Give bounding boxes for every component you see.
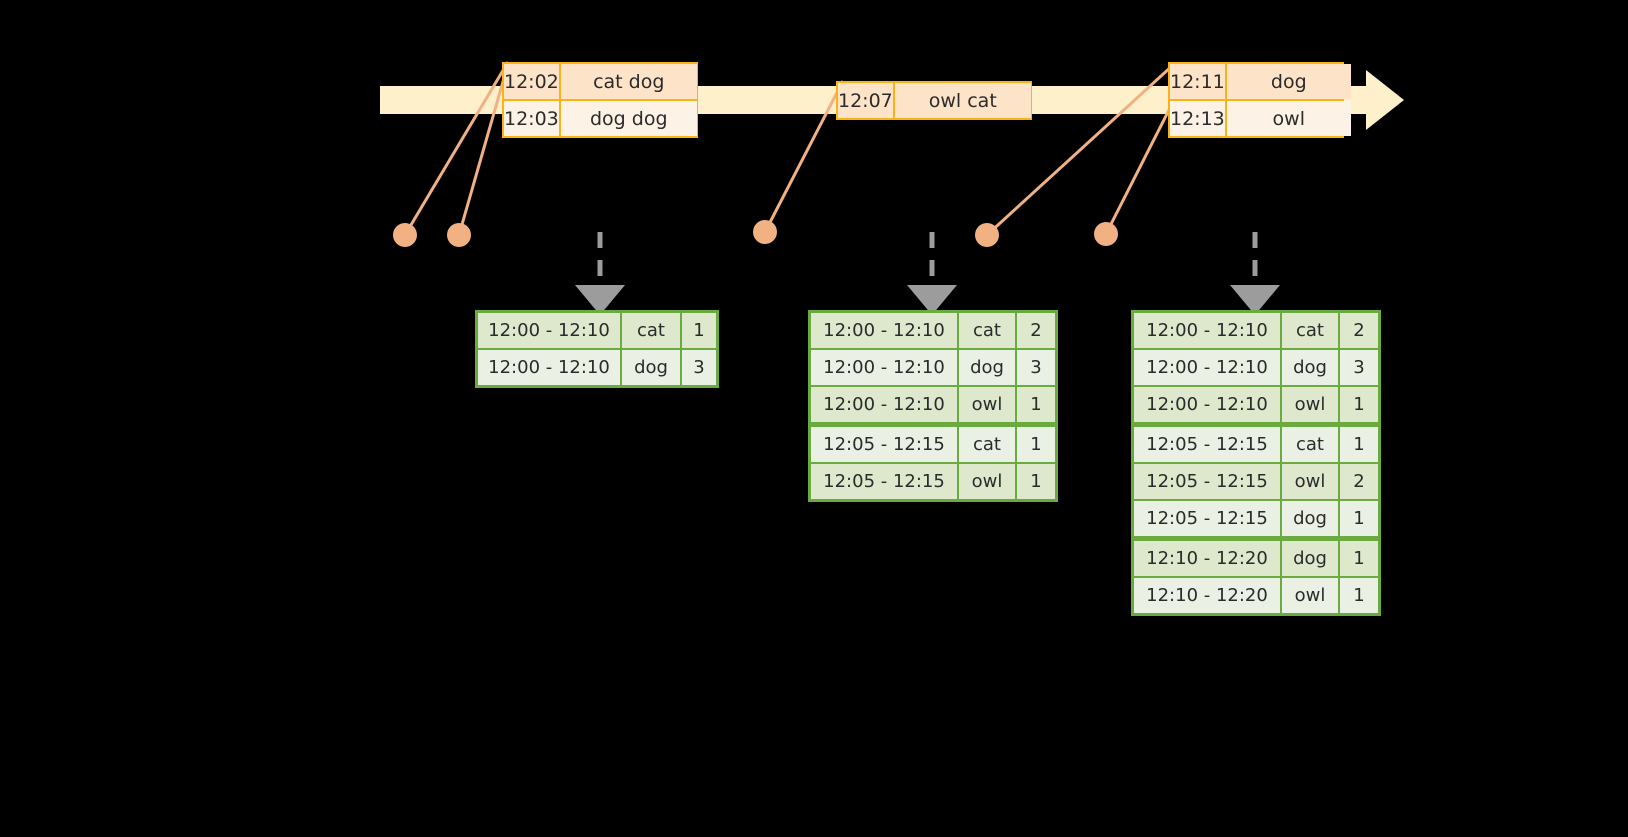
count-cell: 1 bbox=[1340, 578, 1378, 613]
event-value: dog bbox=[1226, 64, 1351, 99]
event-marker-4[interactable] bbox=[975, 223, 999, 247]
window-cell: 12:00 - 12:10 bbox=[478, 350, 620, 385]
key-cell: dog bbox=[622, 350, 680, 385]
key-cell: owl bbox=[1282, 578, 1338, 613]
count-cell: 1 bbox=[1340, 541, 1378, 576]
window-cell: 12:05 - 12:15 bbox=[1134, 501, 1280, 536]
count-cell: 3 bbox=[1017, 350, 1055, 385]
timeline-event-box-3[interactable]: 12:11 dog 12:13 owl bbox=[1168, 62, 1351, 138]
key-cell: cat bbox=[1282, 427, 1338, 462]
window-cell: 12:00 - 12:10 bbox=[478, 313, 620, 348]
event-value: owl cat bbox=[894, 83, 1031, 118]
event-row[interactable]: 12:07 owl cat bbox=[838, 83, 1031, 118]
key-cell: cat bbox=[959, 313, 1015, 348]
count-cell: 1 bbox=[1340, 427, 1378, 462]
window-cell: 12:10 - 12:20 bbox=[1134, 541, 1280, 576]
event-value: owl bbox=[1226, 101, 1351, 136]
event-row[interactable]: 12:13 owl bbox=[1170, 99, 1351, 136]
window-cell: 12:05 - 12:15 bbox=[811, 464, 957, 499]
key-cell: dog bbox=[1282, 501, 1338, 536]
event-marker-5[interactable] bbox=[1094, 222, 1118, 246]
event-time: 12:03 bbox=[504, 101, 561, 136]
event-marker-1[interactable] bbox=[393, 223, 417, 247]
window-cell: 12:00 - 12:10 bbox=[1134, 313, 1280, 348]
event-time: 12:07 bbox=[838, 83, 895, 118]
event-marker-2[interactable] bbox=[447, 223, 471, 247]
window-cell: 12:00 - 12:10 bbox=[811, 387, 957, 422]
event-time: 12:11 bbox=[1170, 64, 1227, 99]
count-cell: 2 bbox=[1340, 313, 1378, 348]
window-cell: 12:05 - 12:15 bbox=[1134, 464, 1280, 499]
count-cell: 2 bbox=[1340, 464, 1378, 499]
key-cell: cat bbox=[959, 427, 1015, 462]
count-cell: 1 bbox=[1017, 464, 1055, 499]
event-row[interactable]: 12:03 dog dog bbox=[504, 99, 697, 136]
timeline-event-box-2[interactable]: 12:07 owl cat bbox=[836, 81, 1032, 120]
event-time: 12:02 bbox=[504, 64, 561, 99]
event-marker-3[interactable] bbox=[753, 220, 777, 244]
window-cell: 12:05 - 12:15 bbox=[811, 427, 957, 462]
count-cell: 1 bbox=[1340, 501, 1378, 536]
window-cell: 12:00 - 12:10 bbox=[811, 350, 957, 385]
key-cell: cat bbox=[622, 313, 680, 348]
connector-5 bbox=[1104, 103, 1174, 235]
timeline-event-box-1[interactable]: 12:02 cat dog 12:03 dog dog bbox=[502, 62, 698, 138]
count-cell: 1 bbox=[1340, 387, 1378, 422]
key-cell: owl bbox=[1282, 387, 1338, 422]
key-cell: owl bbox=[959, 464, 1015, 499]
event-row[interactable]: 12:02 cat dog bbox=[504, 64, 697, 99]
timeline-arrowhead-icon bbox=[1366, 70, 1404, 130]
count-cell: 1 bbox=[1017, 427, 1055, 462]
window-cell: 12:00 - 12:10 bbox=[1134, 350, 1280, 385]
event-value: dog dog bbox=[560, 101, 697, 136]
event-time: 12:13 bbox=[1170, 101, 1227, 136]
window-cell: 12:05 - 12:15 bbox=[1134, 427, 1280, 462]
event-row[interactable]: 12:11 dog bbox=[1170, 64, 1351, 99]
window-cell: 12:00 - 12:10 bbox=[811, 313, 957, 348]
key-cell: dog bbox=[1282, 541, 1338, 576]
event-value: cat dog bbox=[560, 64, 697, 99]
count-cell: 2 bbox=[1017, 313, 1055, 348]
window-cell: 12:00 - 12:10 bbox=[1134, 387, 1280, 422]
key-cell: owl bbox=[1282, 464, 1338, 499]
key-cell: dog bbox=[959, 350, 1015, 385]
count-cell: 1 bbox=[1017, 387, 1055, 422]
count-cell: 3 bbox=[1340, 350, 1378, 385]
window-cell: 12:10 - 12:20 bbox=[1134, 578, 1280, 613]
count-cell: 3 bbox=[682, 350, 716, 385]
key-cell: owl bbox=[959, 387, 1015, 422]
count-cell: 1 bbox=[682, 313, 716, 348]
key-cell: cat bbox=[1282, 313, 1338, 348]
key-cell: dog bbox=[1282, 350, 1338, 385]
